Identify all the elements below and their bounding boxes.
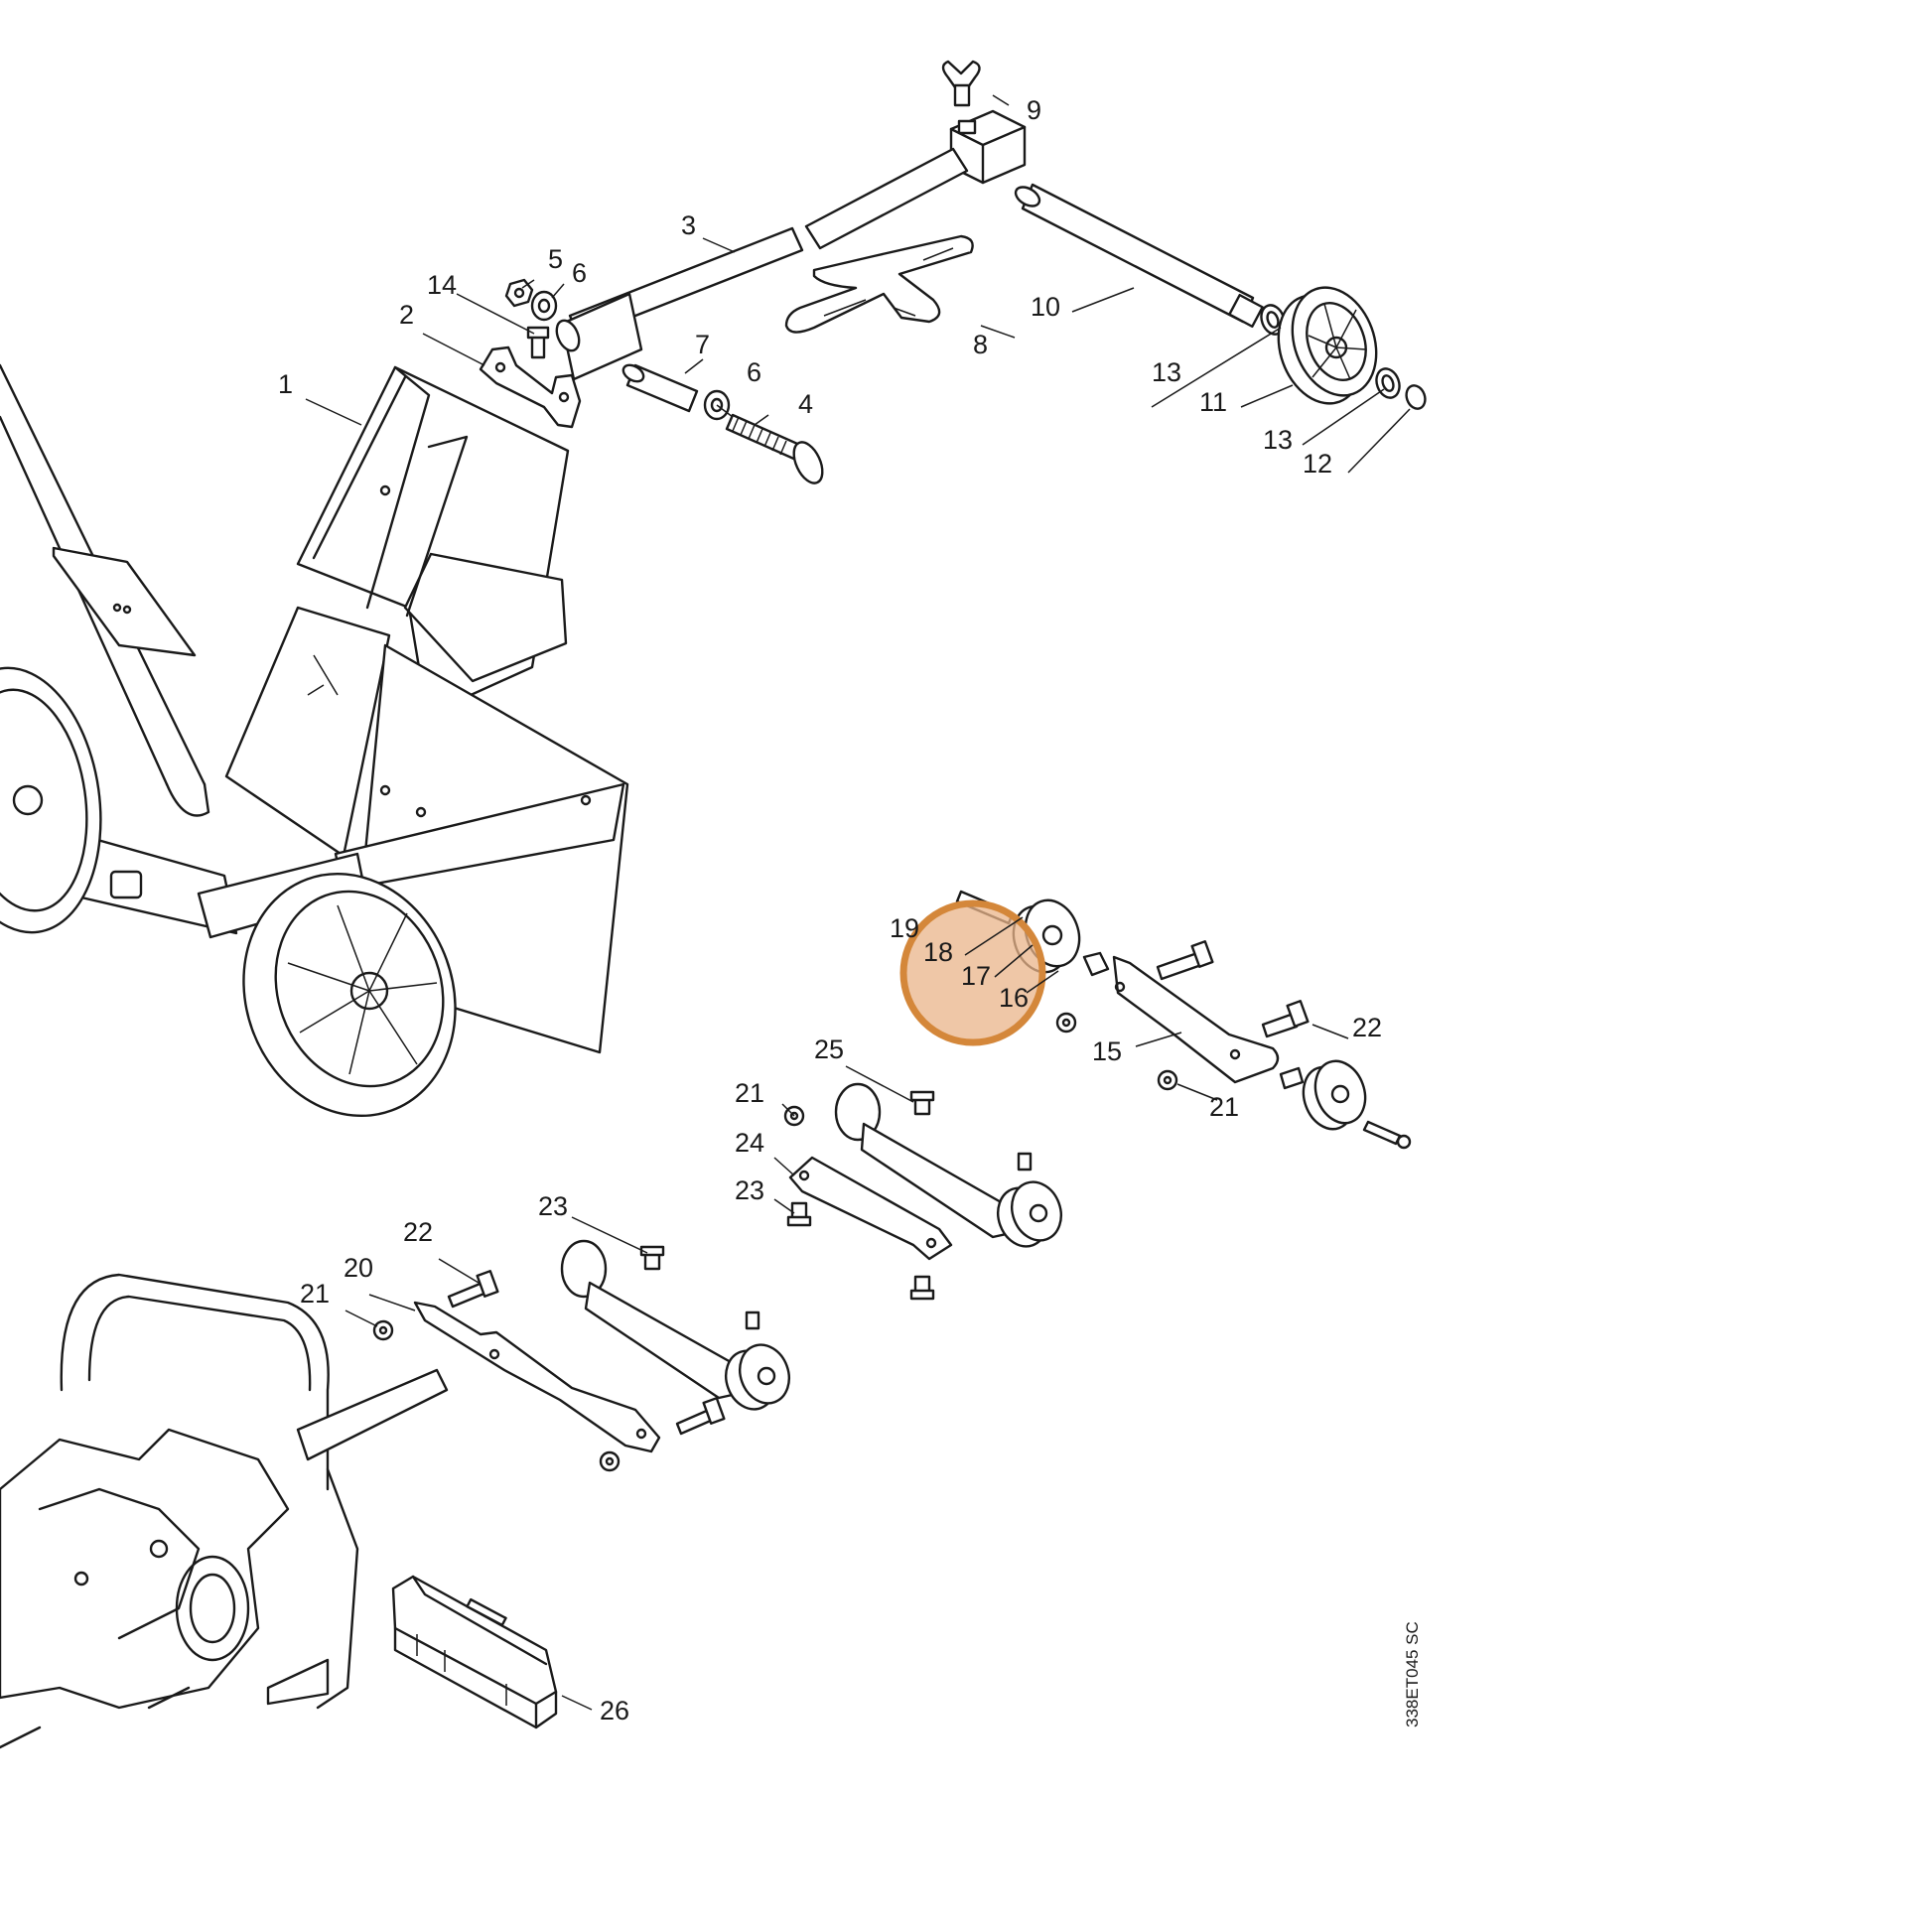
bolt-part-22-upper-b[interactable] xyxy=(1261,1000,1310,1038)
callout-3[interactable]: 3 xyxy=(681,210,696,240)
callout-18[interactable]: 18 xyxy=(923,937,953,967)
callout-14[interactable]: 14 xyxy=(427,270,457,300)
tube-part-3[interactable] xyxy=(552,147,969,381)
frame-handle xyxy=(0,363,210,817)
bracket-part-20[interactable] xyxy=(413,1301,661,1453)
pin-part-16[interactable] xyxy=(1082,951,1110,977)
highlight-marker xyxy=(899,899,1046,1046)
callout-21-lower[interactable]: 21 xyxy=(300,1279,330,1309)
callout-8[interactable]: 8 xyxy=(973,330,988,359)
callout-24[interactable]: 24 xyxy=(735,1128,764,1158)
screw-part-25[interactable] xyxy=(909,1090,935,1116)
callout-15[interactable]: 15 xyxy=(1092,1036,1122,1066)
callout-5[interactable]: 5 xyxy=(548,244,563,274)
callout-20[interactable]: 20 xyxy=(344,1253,373,1283)
bracket-part-15[interactable] xyxy=(1112,955,1280,1084)
callout-23-lower[interactable]: 23 xyxy=(538,1191,568,1221)
pin-part-7[interactable] xyxy=(621,361,699,413)
cover-part-26[interactable] xyxy=(391,1575,558,1729)
callout-19[interactable]: 19 xyxy=(890,913,919,943)
callout-22-upper[interactable]: 22 xyxy=(1352,1013,1382,1042)
plate-part-24[interactable] xyxy=(788,1156,953,1261)
callout-17[interactable]: 17 xyxy=(961,961,991,991)
frame-wheel-right xyxy=(242,872,457,1118)
screw-part-23-middle-a[interactable] xyxy=(786,1201,812,1227)
leader-lines xyxy=(305,94,1411,1711)
callout-4[interactable]: 4 xyxy=(798,389,813,419)
roller-arm-middle xyxy=(834,1082,1062,1248)
clamp-block xyxy=(949,109,1027,185)
bolt-part-4[interactable] xyxy=(725,413,828,487)
callout-13-upper[interactable]: 13 xyxy=(1152,357,1181,387)
bolt-part-22-upper-a[interactable] xyxy=(1156,940,1214,981)
callout-6-upper[interactable]: 6 xyxy=(572,258,587,288)
nut-part-21-upper-b[interactable] xyxy=(1157,1069,1178,1091)
callout-9[interactable]: 9 xyxy=(1027,95,1041,125)
washer-part-13-outer[interactable] xyxy=(1373,365,1404,401)
bolt-part-22-lower[interactable] xyxy=(447,1270,499,1309)
screw-part-14[interactable] xyxy=(526,326,550,359)
callout-26[interactable]: 26 xyxy=(600,1696,629,1725)
nut-part-21-lower-a[interactable] xyxy=(372,1319,394,1341)
callout-11[interactable]: 11 xyxy=(1199,387,1227,417)
callout-12[interactable]: 12 xyxy=(1303,449,1332,479)
saw-body xyxy=(0,1273,449,1749)
screw-part-23-middle-b[interactable] xyxy=(909,1275,935,1301)
callout-10[interactable]: 10 xyxy=(1031,292,1060,322)
callout-1[interactable]: 1 xyxy=(278,369,293,399)
nut-part-21-upper-a[interactable] xyxy=(1055,1012,1077,1034)
wheel-part-11[interactable] xyxy=(1264,276,1390,416)
callout-6-lower[interactable]: 6 xyxy=(747,357,761,387)
callout-16[interactable]: 16 xyxy=(999,983,1029,1013)
callout-22-lower[interactable]: 22 xyxy=(403,1217,433,1247)
callout-13-lower[interactable]: 13 xyxy=(1263,425,1293,455)
cross-plate-part-8[interactable] xyxy=(784,234,974,334)
axle-part-10[interactable] xyxy=(1013,183,1264,329)
frame-wheel-left xyxy=(0,666,102,934)
callout-21-middle[interactable]: 21 xyxy=(735,1078,764,1108)
guard-part-1[interactable] xyxy=(296,365,570,717)
screw-part-23-lower[interactable] xyxy=(639,1245,665,1271)
bushing-part-6-upper[interactable] xyxy=(530,290,558,322)
bracket-part-2[interactable] xyxy=(479,345,582,429)
roller-arm-lower xyxy=(560,1239,790,1436)
clip-part-12[interactable] xyxy=(1403,383,1428,412)
callout-7[interactable]: 7 xyxy=(695,330,710,359)
roller-outer-upper xyxy=(1279,1059,1412,1150)
callout-23-middle[interactable]: 23 xyxy=(735,1175,764,1205)
callout-2[interactable]: 2 xyxy=(399,300,414,330)
callout-25[interactable]: 25 xyxy=(814,1035,844,1064)
drawing-code: 338ET045 SC xyxy=(1403,1621,1422,1727)
nut-part-21-lower-b[interactable] xyxy=(599,1450,621,1472)
wing-nut-part-9[interactable] xyxy=(941,60,981,107)
callout-21-upper[interactable]: 21 xyxy=(1209,1092,1239,1122)
callout-labels: 9 3 5 6 14 2 1 7 6 4 8 10 13 11 13 12 19… xyxy=(278,95,1422,1727)
